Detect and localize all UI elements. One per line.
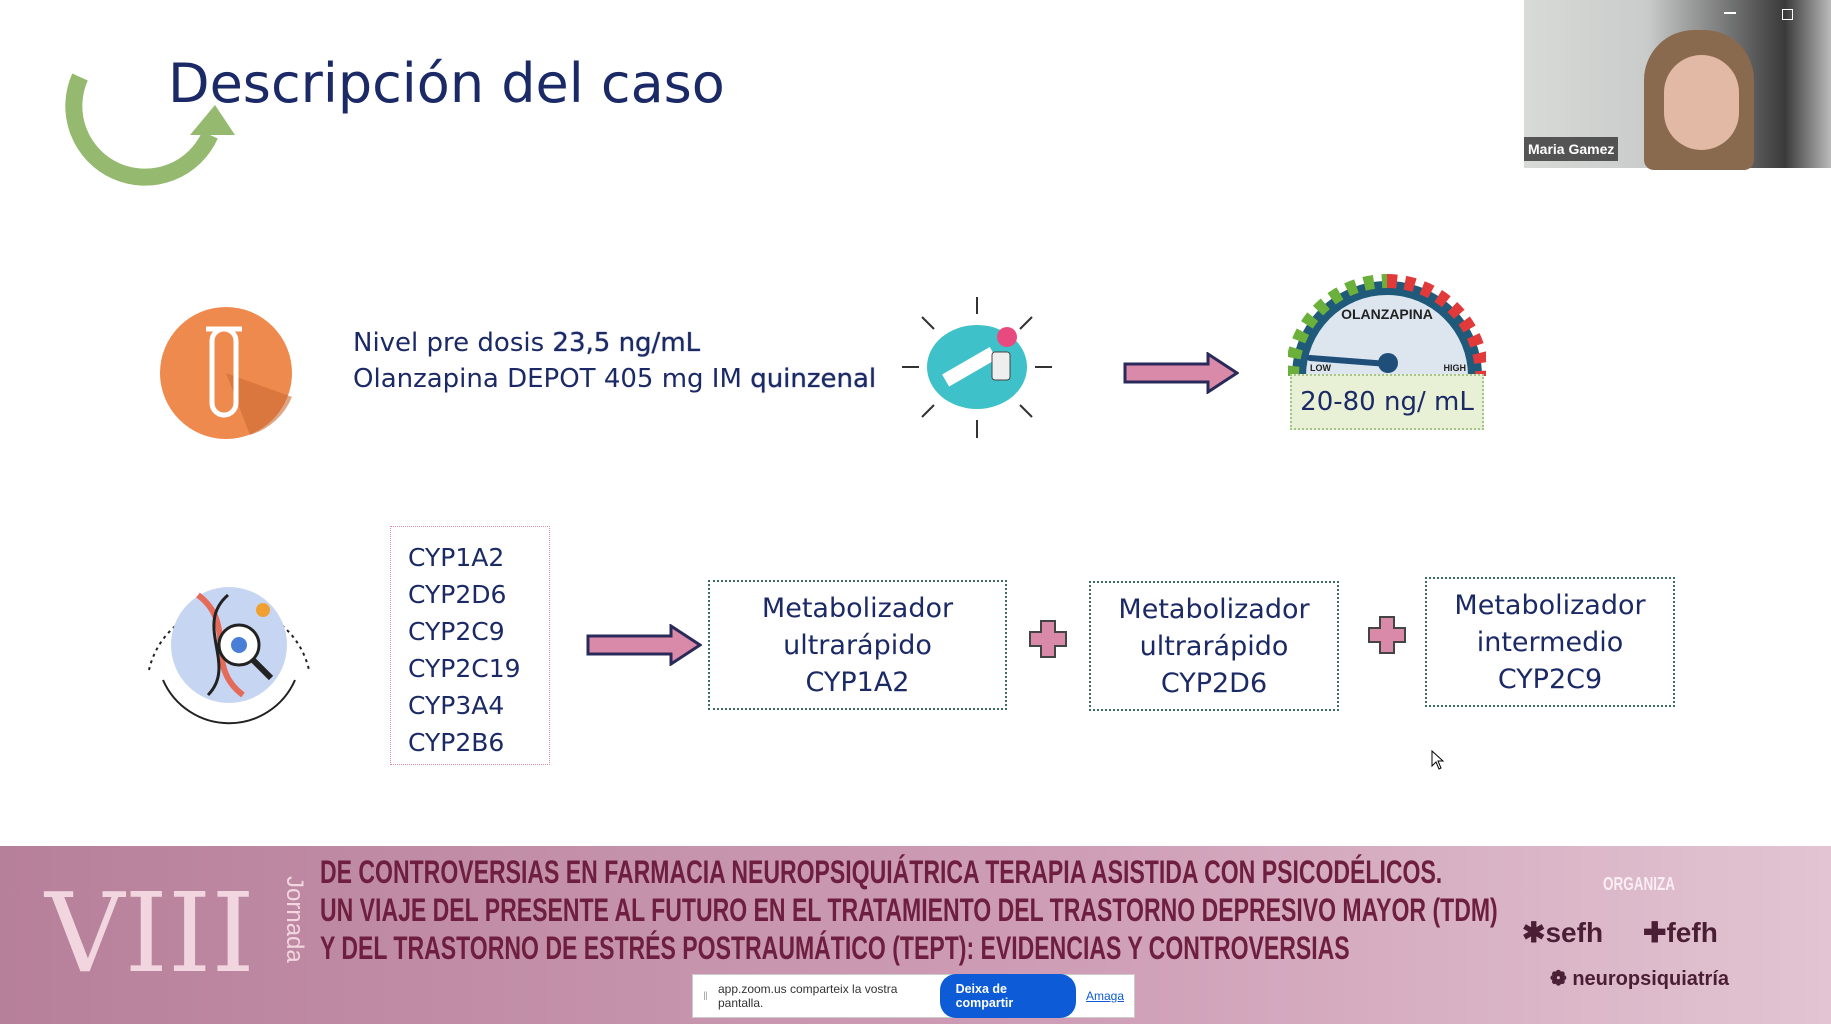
result-line: Metabolizador xyxy=(1454,589,1646,621)
predose-level-text: Nivel pre dosis 23,5 ng/mL xyxy=(353,328,701,358)
result-line: Metabolizador xyxy=(761,592,954,624)
therapeutic-range: 20-80 ng/ mL xyxy=(1290,374,1484,430)
result-line: Metabolizador xyxy=(1118,593,1310,625)
slide-title: Descripción del caso xyxy=(168,52,725,115)
olanzapine-gauge: OLANZAPINA LOW HIGH 20-80 ng/ mL xyxy=(1285,268,1489,431)
result-line: ultrarápido xyxy=(783,629,932,661)
cyp-item: CYP2B6 xyxy=(408,728,505,757)
result-line: CYP1A2 xyxy=(805,666,910,698)
mouse-cursor-icon xyxy=(1431,750,1445,770)
arrow-right-icon xyxy=(1123,352,1239,394)
stop-sharing-button[interactable]: Deixa de compartir xyxy=(939,974,1076,1018)
participant-face xyxy=(1664,55,1739,150)
circular-arrow-icon xyxy=(65,73,235,186)
banner-line: DE CONTROVERSIAS EN FARMACIA NEUROPSIQUI… xyxy=(320,854,1443,890)
cyp-item: CYP1A2 xyxy=(408,543,505,572)
screen-share-bar: ‖ app.zoom.us comparteix la vostra panta… xyxy=(692,974,1135,1018)
gauge-low: LOW xyxy=(1310,363,1331,373)
banner-line: UN VIAJE DEL PRESENTE AL FUTURO EN EL TR… xyxy=(320,892,1498,928)
syringe-icon xyxy=(902,297,1052,438)
gauge-label: OLANZAPINA xyxy=(1341,306,1433,322)
cyp-item: CYP2D6 xyxy=(408,580,507,609)
dose-text: Olanzapina DEPOT 405 mg IM quinzenal xyxy=(353,364,877,394)
result-box-cyp2c9: Metabolizador intermedio CYP2C9 xyxy=(1425,577,1675,707)
logo-fefh: ✚fefh xyxy=(1643,917,1718,948)
restore-icon[interactable] xyxy=(1782,9,1793,20)
gauge-high: HIGH xyxy=(1443,363,1467,373)
organiza-label: ORGANIZA xyxy=(1603,874,1675,894)
dna-search-icon xyxy=(148,587,310,725)
plus-icon xyxy=(1368,616,1406,654)
result-line: ultrarápido xyxy=(1139,630,1289,662)
plus-icon xyxy=(1029,620,1067,658)
gauge-dial-icon xyxy=(1285,274,1489,377)
banner-line: Y DEL TRASTORNO DE ESTRÉS POSTRAUMÁTICO … xyxy=(320,930,1350,966)
participant-video[interactable]: Maria Gamez xyxy=(1524,0,1831,170)
result-box-cyp2d6: Metabolizador ultrarápido CYP2D6 xyxy=(1089,581,1339,711)
jornada-label: Jornada xyxy=(281,876,308,963)
hide-link[interactable]: Amaga xyxy=(1085,989,1124,1003)
arrow-right-icon xyxy=(586,624,702,666)
result-line: intermedio xyxy=(1476,626,1624,658)
minimize-icon[interactable] xyxy=(1724,12,1736,14)
edition-numeral: VIII xyxy=(45,869,255,997)
cyp-item: CYP2C19 xyxy=(408,654,521,683)
result-box-cyp1a2: Metabolizador ultrarápido CYP1A2 xyxy=(708,580,1007,710)
logo-sefh: ✱sefh xyxy=(1522,917,1604,948)
cyp-gene-list: CYP1A2 CYP2D6 CYP2C9 CYP2C19 CYP3A4 CYP2… xyxy=(390,526,550,765)
participant-name: Maria Gamez xyxy=(1524,137,1619,161)
result-line: CYP2D6 xyxy=(1160,667,1268,699)
test-tube-icon xyxy=(160,307,292,439)
logo-neuropsiquiatria: ❁ neuropsiquiatría xyxy=(1550,968,1730,990)
share-message: app.zoom.us comparteix la vostra pantall… xyxy=(717,982,898,1010)
cyp-item: CYP2C9 xyxy=(408,617,505,646)
result-line: CYP2C9 xyxy=(1497,663,1603,695)
cyp-item: CYP3A4 xyxy=(408,691,505,720)
drag-handle-icon[interactable]: ‖ xyxy=(703,989,708,1003)
